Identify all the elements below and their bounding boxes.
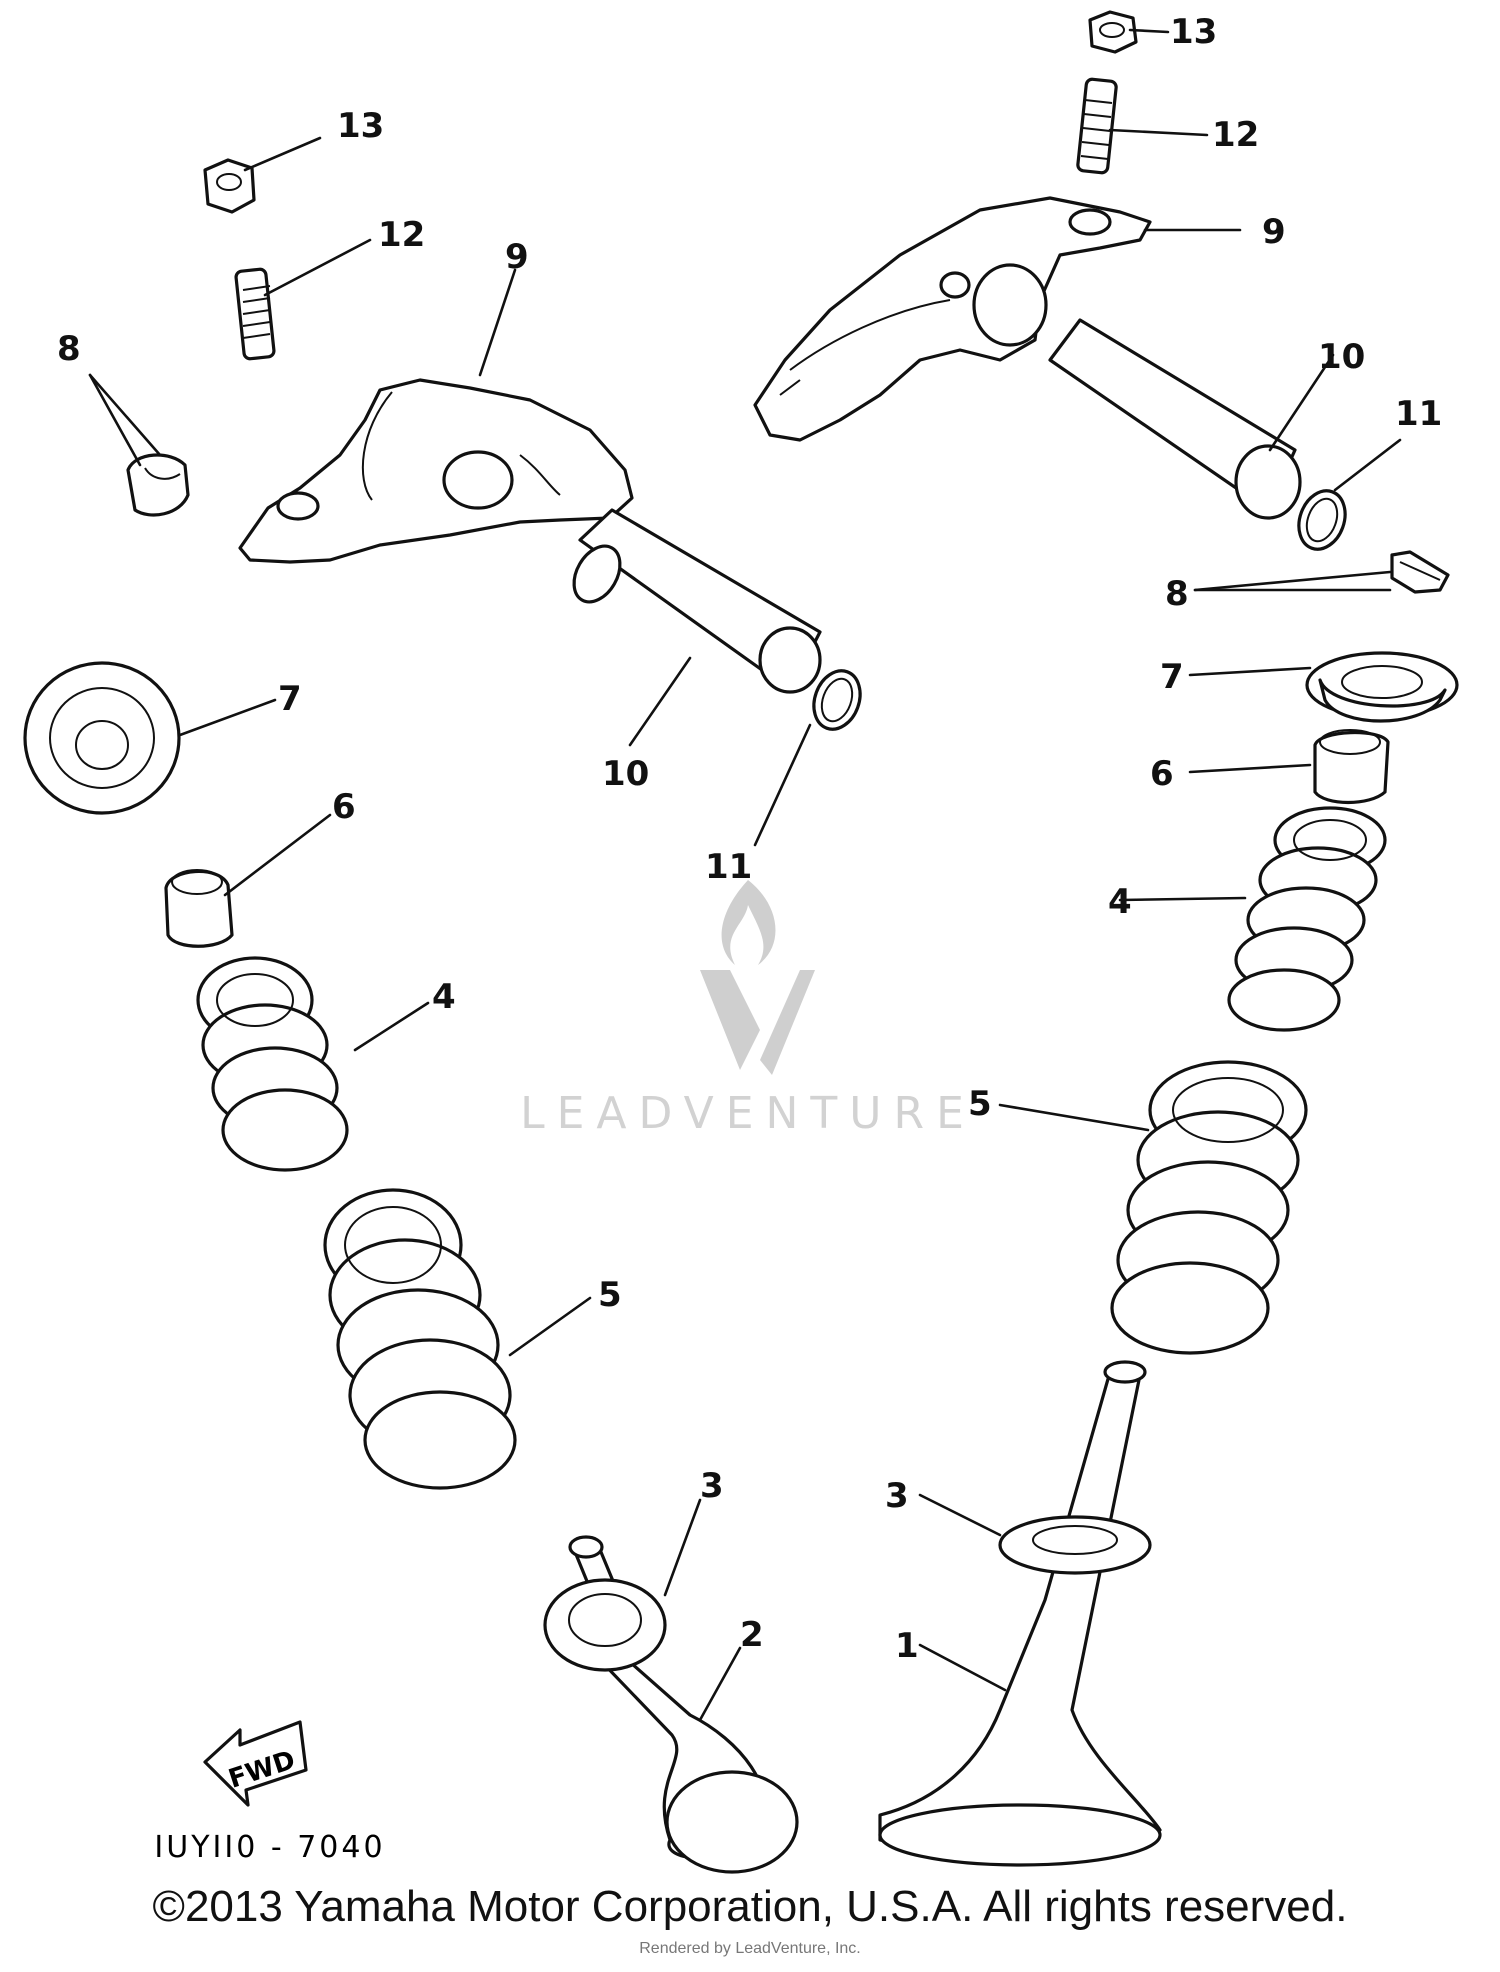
label-4-right: 4 [1108,882,1132,922]
part-4-inner-spring-right [1227,806,1387,1032]
part-3-valve-spring-seat-left [543,1578,667,1672]
label-3-left: 3 [700,1466,724,1506]
part-labels: 13 12 9 8 7 6 10 11 4 5 3 2 13 12 9 10 1… [57,12,1442,1666]
label-5-left: 5 [598,1275,622,1315]
label-4-left: 4 [432,977,456,1017]
part-13-nut-left [203,158,256,214]
leader-lines [88,28,1402,1722]
label-12-left: 12 [378,215,425,255]
part-9-rocker-arm-right [753,196,1152,442]
rendered-by-credit: Rendered by LeadVenture, Inc. [639,1940,861,1957]
label-6-right: 6 [1150,754,1174,794]
part-11-o-ring-left [812,669,862,731]
part-1-exhaust-valve [878,1360,1162,1867]
part-12-stud-right [1076,77,1118,175]
label-12-right: 12 [1212,115,1259,155]
label-1: 1 [895,1626,919,1666]
part-4-inner-spring-left [196,956,349,1172]
part-6-valve-stem-seal-right [1313,729,1390,805]
part-8-valve-cotters-left [126,453,190,517]
part-7-spring-retainer-left [23,661,181,815]
part-5-outer-spring-right [1110,1060,1308,1355]
label-8-left: 8 [57,329,81,369]
label-11-right: 11 [1395,394,1442,434]
part-3-valve-spring-seat-right [998,1515,1152,1575]
copyright-notice: ©2013 Yamaha Motor Corporation, U.S.A. A… [152,1882,1348,1931]
label-10-right: 10 [1318,337,1365,377]
label-7-right: 7 [1160,657,1184,697]
watermark-text: LEADVENTURE [520,1088,976,1139]
leadventure-watermark: LEADVENTURE [520,880,976,1139]
part-6-valve-stem-seal-left [164,869,234,948]
label-10-left: 10 [602,754,649,794]
label-13-left: 13 [337,106,384,146]
part-9-rocker-arm-left [238,378,634,564]
part-12-stud-left [234,267,276,361]
label-3-right: 3 [885,1476,909,1516]
diagram-code: IUYII0 - 7040 [154,1830,385,1865]
part-8-valve-cotters-right [1390,550,1450,594]
label-2: 2 [740,1615,764,1655]
flame-logo-icon [700,880,815,1075]
label-5-right: 5 [968,1084,992,1124]
fwd-arrow-icon: FWD [203,1720,308,1807]
part-10-shaft-left [572,508,822,694]
label-9-left: 9 [505,237,529,277]
part-5-outer-spring-left [323,1188,517,1490]
part-10-shaft-right [1048,318,1302,520]
label-9-right: 9 [1262,212,1286,252]
part-11-o-ring-right [1297,489,1347,551]
part-13-nut-right [1088,10,1138,54]
label-8-right: 8 [1165,574,1189,614]
label-6-left: 6 [332,787,356,827]
label-7-left: 7 [278,679,302,719]
part-7-spring-retainer-right [1305,651,1459,723]
label-13-right: 13 [1170,12,1217,52]
label-11-left: 11 [705,847,752,887]
